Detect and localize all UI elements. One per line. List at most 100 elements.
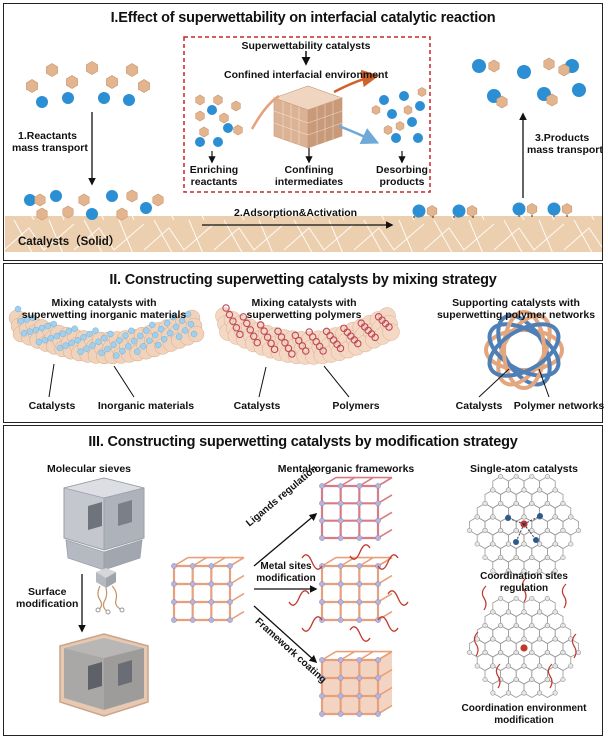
carbon-atom — [521, 541, 527, 547]
inorganic-particle — [53, 332, 60, 340]
reactant-sphere — [399, 91, 409, 101]
box-heading: Superwettability catalysts — [241, 40, 371, 52]
carbon-atom — [544, 554, 550, 561]
reactant-hexagon — [417, 87, 427, 97]
polymer-coil — [385, 323, 393, 331]
carbon-atom — [490, 609, 496, 615]
metal-node — [208, 599, 215, 605]
metal-node — [189, 563, 196, 569]
polymer-coil — [298, 342, 307, 350]
carbon-atom — [568, 514, 574, 520]
polymer-coil — [260, 327, 268, 335]
inorganic-particle — [113, 352, 120, 359]
carbon-atom — [482, 676, 488, 683]
inorganic-particle — [20, 330, 28, 337]
inorganic-particle — [160, 335, 168, 343]
carbon-atom — [513, 527, 519, 534]
reactant-sphere — [472, 59, 486, 73]
metal-node — [356, 500, 363, 507]
network-strand — [496, 313, 552, 387]
reactant-hexagon — [126, 63, 138, 77]
reactant-hexagon — [371, 105, 381, 115]
carbon-atom — [482, 649, 488, 656]
inorganic-particle — [83, 345, 90, 352]
inorganic-particle — [137, 332, 144, 340]
polymer-coil — [270, 345, 279, 354]
inorganic-particle — [68, 339, 75, 347]
metal-node — [356, 517, 363, 524]
reactant-hexagon — [195, 110, 205, 122]
reactant-hexagon — [395, 121, 405, 131]
inorganic-particle — [92, 327, 99, 334]
catalyst-sphere — [382, 323, 400, 341]
label-polymers: Polymers — [332, 400, 380, 412]
reactant-hexagon — [66, 75, 78, 89]
molecular-sieves-title: Molecular sieves — [46, 463, 132, 475]
inorganic-particle — [146, 337, 153, 344]
inorganic-particle — [134, 348, 141, 355]
panel-mixing-strategy: II. Constructing superwetting catalysts … — [3, 263, 604, 423]
metal-node — [337, 500, 344, 507]
reactant-sphere — [452, 204, 466, 218]
reactant-hexagon — [543, 57, 555, 71]
reactant-hexagon — [561, 203, 573, 215]
carbon-atom — [521, 487, 527, 493]
grafted-chain — [349, 626, 371, 642]
carbon-atom — [490, 663, 496, 669]
reactant-hexagon — [496, 95, 508, 109]
carbon-atom — [552, 487, 558, 493]
adsorption-label: 2.Adsorption&Activation — [234, 207, 358, 219]
carbon-atom — [505, 487, 511, 493]
carbon-atom — [466, 649, 472, 656]
inorganic-particle — [155, 341, 162, 349]
carbon-atom — [513, 676, 519, 683]
metal-node — [375, 711, 381, 717]
carbon-atom — [490, 636, 496, 642]
reactant-sphere — [391, 133, 401, 143]
reactant-sphere — [62, 92, 74, 104]
inorganic-particle — [172, 323, 180, 331]
carbon-atom — [482, 554, 488, 561]
inorganic-particle — [74, 337, 81, 344]
polymer-coil — [243, 319, 251, 328]
carbon-atom — [521, 514, 527, 520]
polymer-coil — [267, 339, 275, 348]
inorganic-particle — [104, 345, 111, 353]
reactant-hexagon — [466, 205, 478, 217]
metal-node — [208, 617, 215, 623]
inorganic-particle — [65, 328, 72, 335]
panel-interfacial-reaction: I.Effect of superwettability on interfac… — [3, 3, 603, 261]
carbon-atom — [537, 487, 543, 493]
inorganic-particle — [184, 311, 192, 318]
carbon-atom — [482, 622, 488, 629]
metal-node — [227, 599, 233, 605]
reactant-hexagon — [78, 193, 90, 207]
carbon-atom — [513, 473, 519, 480]
inorganic-particle — [41, 336, 49, 344]
inorganic-particle — [47, 334, 55, 342]
metal-node — [319, 693, 325, 699]
carbon-atom — [544, 622, 550, 629]
carbon-atom — [513, 622, 519, 629]
reactant-hexagon — [106, 75, 118, 89]
reactant-hexagon — [26, 79, 38, 93]
metal-node — [337, 693, 344, 699]
carbon-atom — [529, 676, 535, 683]
inorganic-particle — [62, 342, 69, 349]
polymer-coil — [336, 344, 345, 353]
network-strand — [502, 310, 546, 390]
reactant-sphere — [413, 133, 423, 143]
metal-node — [356, 581, 363, 587]
metal-node — [319, 581, 325, 587]
reactant-sphere — [415, 101, 425, 111]
metal-node — [208, 581, 215, 587]
reactant-hexagon — [488, 59, 500, 73]
carbon-atom — [576, 527, 582, 534]
metal-node — [189, 581, 196, 587]
metal-node — [356, 535, 363, 541]
catalyst-bar-label: Catalysts（Solid） — [18, 236, 121, 248]
